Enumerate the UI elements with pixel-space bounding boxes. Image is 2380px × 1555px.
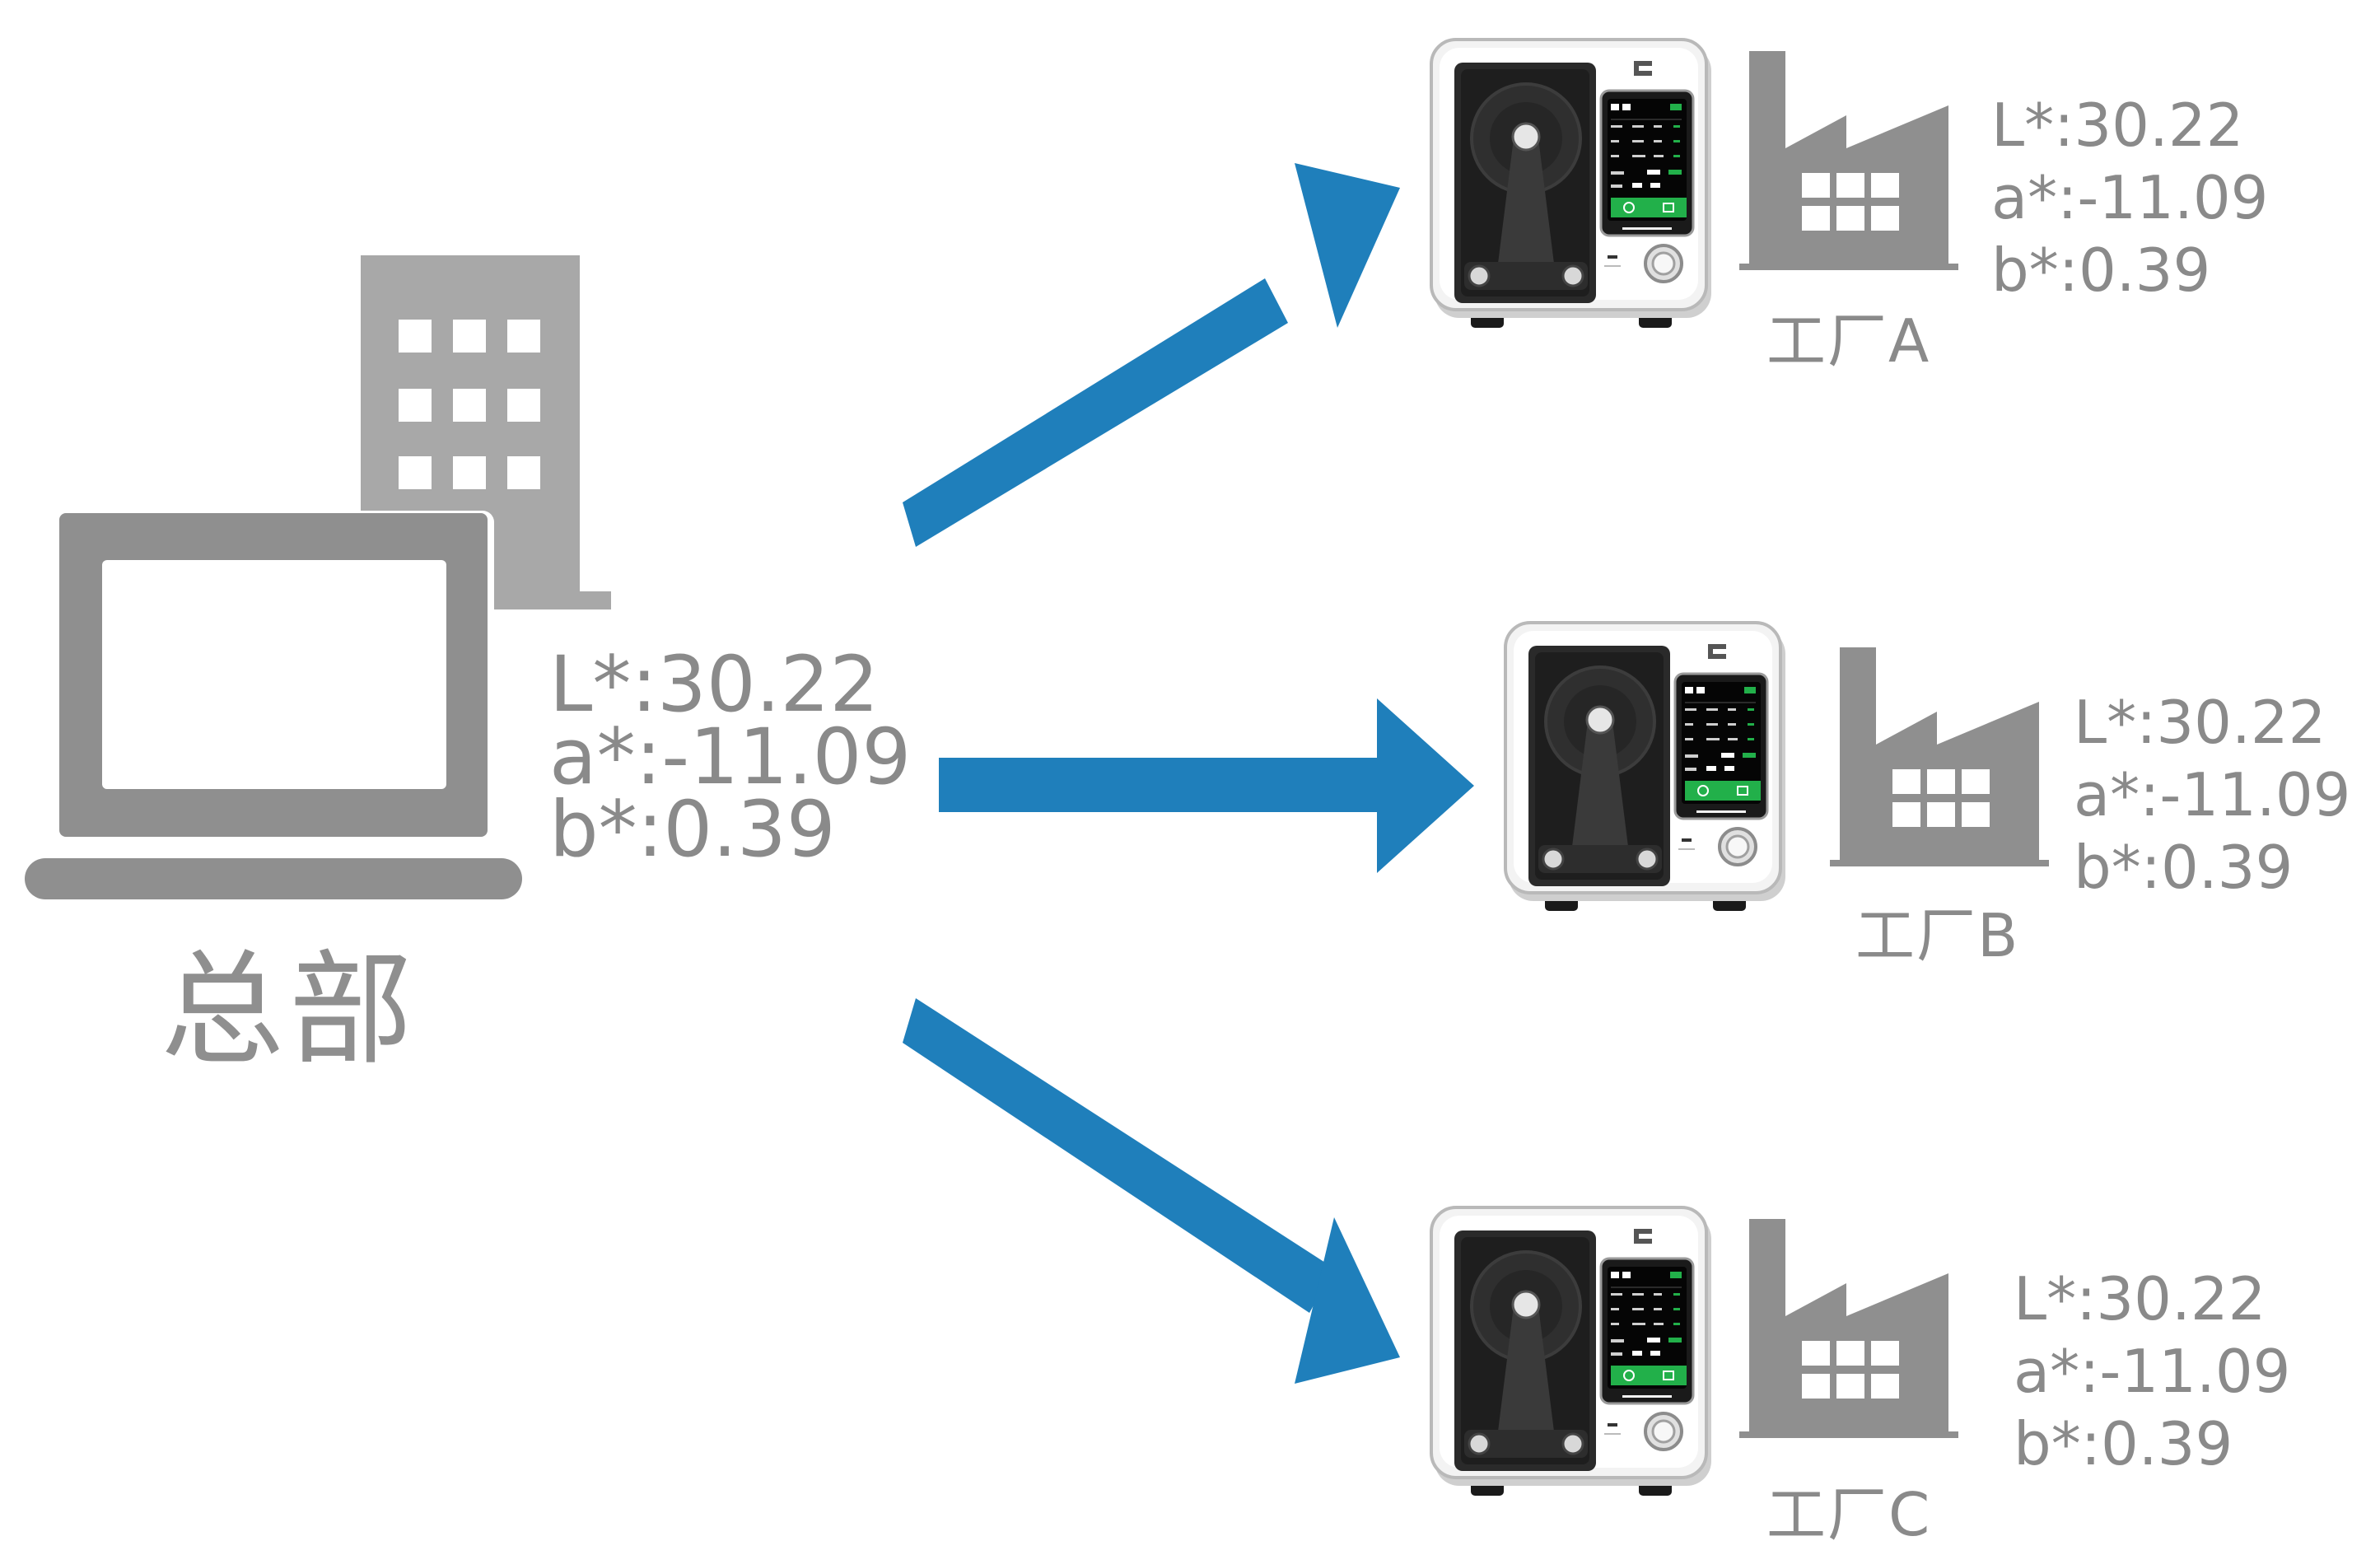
hq-b-value: b*:0.39 xyxy=(549,785,836,875)
factory-b-color-values: L*:30.22 a*:-11.09 b*:0.39 xyxy=(2074,686,2350,904)
factory-c-color-values: L*:30.22 a*:-11.09 b*:0.39 xyxy=(2014,1263,2290,1480)
spectrophotometer-device-c xyxy=(1430,1206,1713,1497)
hq-l-value: L*:30.22 xyxy=(549,640,880,730)
spectrophotometer-device-a xyxy=(1430,38,1713,329)
factory-a-a-value: a*:-11.09 xyxy=(1991,163,2269,232)
factory-icon-a xyxy=(1739,51,1958,270)
arrow-to-factory-b xyxy=(939,698,1474,873)
laptop-icon xyxy=(25,511,522,899)
factory-b-label: 工厂B xyxy=(1855,901,2020,970)
factory-b-l-value: L*:30.22 xyxy=(2074,688,2326,757)
factory-icon-c xyxy=(1739,1219,1958,1438)
hq-a-value: a*:-11.09 xyxy=(549,712,912,802)
factory-c-label: 工厂C xyxy=(1766,1480,1932,1549)
factory-c-a-value: a*:-11.09 xyxy=(2014,1337,2291,1406)
factory-b-a-value: a*:-11.09 xyxy=(2074,760,2351,829)
factory-a-b-value: b*:0.39 xyxy=(1991,236,2211,305)
factory-c-b-value: b*:0.39 xyxy=(2014,1409,2233,1478)
arrow-to-factory-c xyxy=(903,998,1400,1384)
factory-c-l-value: L*:30.22 xyxy=(2014,1264,2266,1333)
factory-a-label: 工厂A xyxy=(1766,306,1931,376)
hq-label: 总部 xyxy=(161,939,418,1082)
spectrophotometer-device-b xyxy=(1504,621,1787,913)
factory-icon-b xyxy=(1830,647,2049,866)
hq-color-values: L*:30.22 a*:-11.09 b*:0.39 xyxy=(549,640,912,875)
factory-a-l-value: L*:30.22 xyxy=(1991,91,2244,160)
factory-a-color-values: L*:30.22 a*:-11.09 b*:0.39 xyxy=(1991,89,2268,306)
factory-b-b-value: b*:0.39 xyxy=(2074,833,2294,902)
arrow-to-factory-a xyxy=(903,163,1400,547)
